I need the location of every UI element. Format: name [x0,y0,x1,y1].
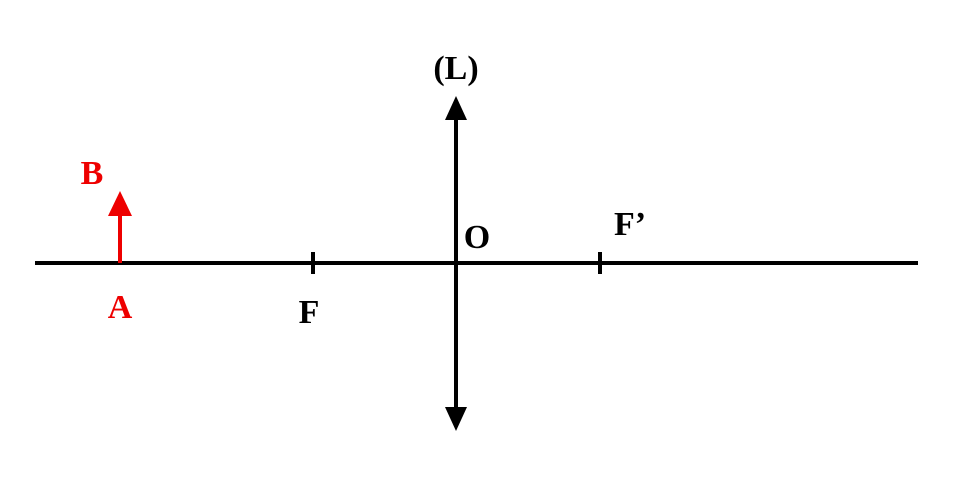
object-arrowhead [108,191,132,216]
lens-label: (L) [433,50,478,87]
optical-center-label: O [464,219,490,256]
object-top-label: B [81,155,104,192]
focal-point-label: F [299,294,320,331]
lens-top-arrowhead [445,96,467,120]
object-base-label: A [108,289,133,326]
image-focal-point-label: F’ [614,206,646,243]
lens-bottom-arrowhead [445,407,467,431]
